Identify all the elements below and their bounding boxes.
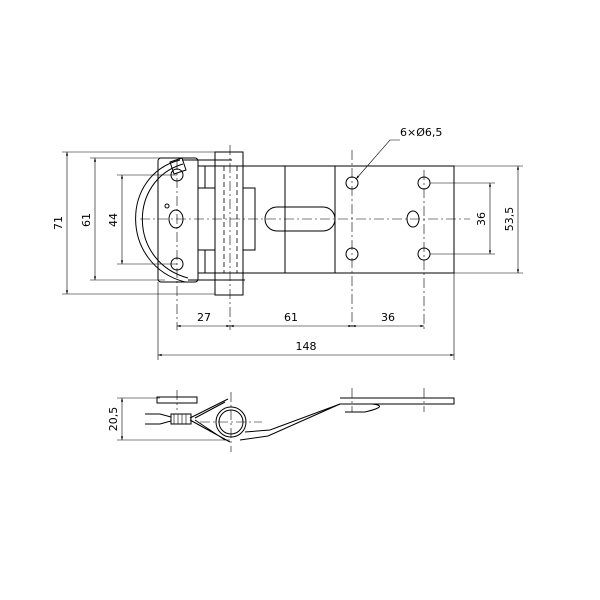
center-lines-vertical — [176, 145, 425, 330]
hinge-leaf — [198, 166, 256, 273]
holes — [170, 168, 431, 271]
top-view: 71 61 44 36 53,5 27 61 36 148 6×Ø6,5 — [52, 126, 523, 360]
dim-36-horizontal: 36 — [381, 311, 395, 324]
dim-148: 148 — [296, 340, 317, 353]
dim-61-horizontal: 61 — [284, 311, 298, 324]
dim-53-5: 53,5 — [503, 207, 516, 232]
dim-20-5: 20,5 — [107, 407, 120, 432]
side-view: 20,5 — [107, 388, 455, 452]
pin-hidden-lines — [223, 166, 238, 273]
spring-side — [170, 413, 192, 425]
dim-36-vertical: 36 — [475, 212, 488, 226]
hasp-plate — [284, 165, 455, 274]
wire-end — [145, 413, 172, 425]
hole-leader — [355, 139, 400, 180]
dim-61-vertical: 61 — [80, 213, 93, 227]
plate-neck — [198, 165, 285, 274]
spring-coil — [169, 157, 187, 175]
rivet-small — [164, 203, 170, 209]
bail-wire — [135, 159, 186, 283]
hasp-profile — [244, 397, 455, 433]
bail-side — [189, 398, 231, 443]
hole-note: 6×Ø6,5 — [400, 126, 442, 139]
dim-71: 71 — [52, 216, 65, 230]
dim-27: 27 — [197, 311, 211, 324]
hinge-knuckle — [214, 151, 244, 296]
hinge-plate — [157, 157, 199, 283]
dim-44: 44 — [107, 213, 120, 227]
